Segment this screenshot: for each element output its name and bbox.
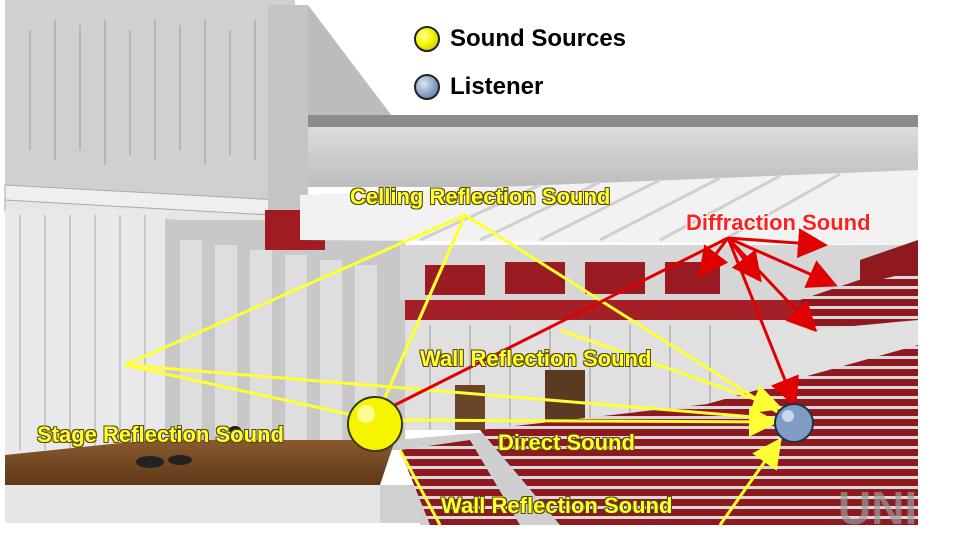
direct-sound-ray: [374, 406, 779, 437]
source-to-edge-ray: [384, 236, 729, 412]
direct-sound-label: Direct Sound: [498, 430, 635, 455]
diffraction-rays: [384, 228, 838, 412]
sound-source-marker: [347, 396, 403, 452]
wall-reflection-upper-label: Wall Reflection Sound: [420, 346, 652, 371]
wall-upper-ray: [124, 363, 791, 422]
stage-reflection-ray: [124, 363, 376, 422]
wall-upper-arrow: [559, 328, 783, 414]
sound-source-legend-icon: [414, 26, 440, 52]
wall-lower-ray-b: [718, 437, 782, 526]
wall-reflection-lower-label: Wall Reflection Sound: [441, 493, 673, 518]
stage-reflection-label: Stage Reflection Sound: [37, 422, 284, 447]
reflection-rays: [124, 212, 791, 526]
stage-house: [4, 0, 405, 460]
diffraction-sound-label: Diffraction Sound: [686, 210, 871, 235]
wall-lower-ray-a: [398, 449, 442, 526]
ceiling-to-stage-ray: [124, 213, 466, 367]
legend-sound-sources: Sound Sources: [414, 25, 626, 53]
legend-listener: Listener: [414, 73, 543, 101]
listener-legend-icon: [414, 74, 440, 100]
watermark-text: UNI: [838, 482, 917, 534]
legend-sound-sources-label: Sound Sources: [450, 25, 627, 52]
balcony-seating: [800, 240, 918, 330]
ceiling-reflection-label: Celling Reflection Sound: [350, 184, 611, 209]
stage-floor: [5, 426, 420, 523]
listener-marker: [774, 403, 814, 443]
legend-listener-label: Listener: [450, 73, 544, 100]
